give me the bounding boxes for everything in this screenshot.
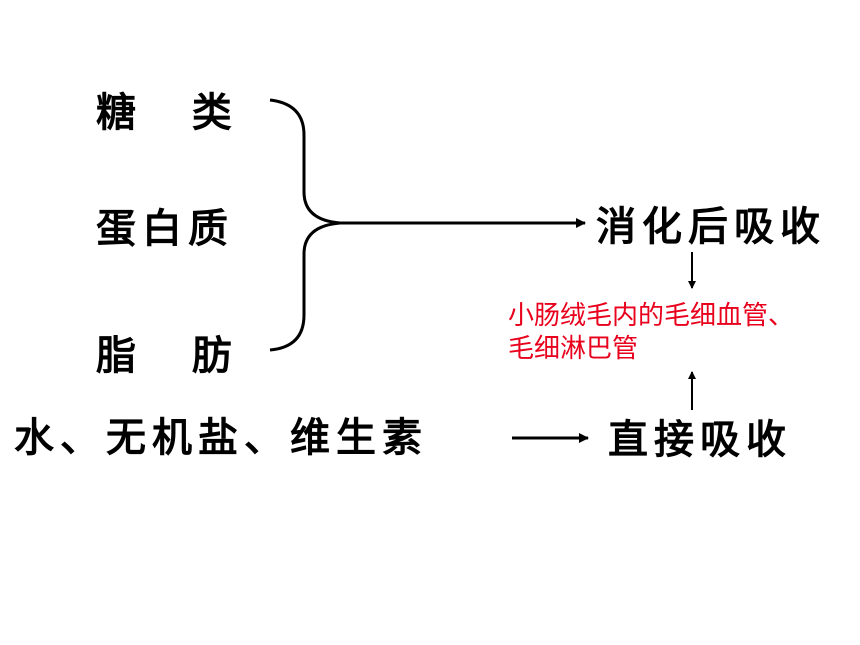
absorption-note-line1: 小肠绒毛内的毛细血管、 — [508, 301, 795, 331]
absorption-note-line2: 毛细淋巴管 — [508, 333, 639, 364]
outcome-direct-absorb: 直接吸收 — [608, 417, 792, 463]
grouping-brace — [269, 98, 341, 352]
nutrient-protein: 蛋白质 — [96, 206, 234, 252]
nutrient-fat: 脂 肪 — [96, 333, 232, 379]
outcome-digest-absorb: 消化后吸收 — [596, 204, 826, 250]
absorption-note: 小肠绒毛内的毛细血管、 毛细淋巴管 — [508, 300, 794, 365]
nutrient-direct: 水、无机盐、维生素 — [14, 415, 428, 461]
nutrient-sugar: 糖 类 — [96, 90, 232, 136]
